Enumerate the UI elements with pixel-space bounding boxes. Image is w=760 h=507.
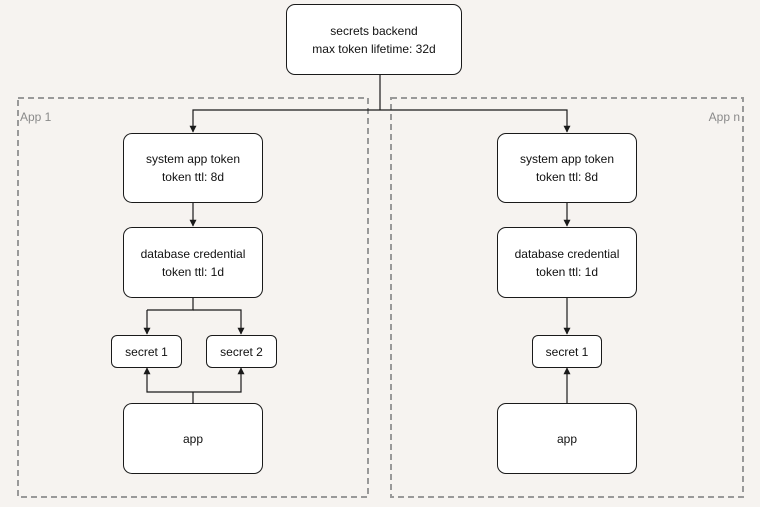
appn-app-node[interactable]: app: [497, 403, 637, 474]
appn-system-token-ttl: token ttl: 8d: [535, 170, 599, 184]
group-app-n-container: [390, 97, 744, 498]
app1-db-credential-ttl: token ttl: 1d: [161, 264, 225, 279]
secrets-backend-lifetime: max token lifetime: 32d: [312, 41, 436, 56]
app1-secret-1-label: secret 1: [125, 344, 168, 359]
app1-secret-2-label: secret 2: [220, 344, 263, 359]
appn-system-token-node[interactable]: system app token token ttl: 8d: [497, 133, 637, 203]
secrets-backend-node[interactable]: secrets backend max token lifetime: 32d: [286, 4, 462, 75]
appn-app-label: app: [556, 431, 578, 446]
edge-app1-app-to-secret1: [143, 367, 193, 393]
app1-system-token-title: system app token: [145, 152, 241, 166]
appn-secret-1-node[interactable]: secret 1: [532, 335, 602, 368]
app1-db-credential-node[interactable]: database credential token ttl: 1d: [123, 227, 263, 298]
group-label-app-1: App 1: [20, 110, 52, 124]
app1-app-label: app: [182, 431, 204, 446]
secrets-backend-title: secrets backend: [330, 23, 418, 38]
appn-db-credential-node[interactable]: database credential token ttl: 1d: [497, 227, 637, 298]
app1-secret-1-node[interactable]: secret 1: [111, 335, 182, 368]
appn-db-credential-ttl: token ttl: 1d: [535, 264, 599, 279]
edge-app1-db-split: [147, 298, 194, 311]
group-app-1-container: [17, 97, 369, 498]
app1-app-node[interactable]: app: [123, 403, 263, 474]
group-label-app-n: App n: [708, 110, 740, 124]
edge-app1-app-to-secret2: [193, 367, 245, 393]
app1-system-token-ttl: token ttl: 8d: [161, 170, 225, 184]
app1-secret-2-node[interactable]: secret 2: [206, 335, 277, 368]
edge-backend-to-app1-token: [189, 109, 380, 133]
appn-secret-1-label: secret 1: [545, 344, 589, 359]
app1-system-token-node[interactable]: system app token token ttl: 8d: [123, 133, 263, 203]
app1-db-credential-title: database credential: [140, 246, 246, 261]
edge-backend-to-appn-token: [380, 109, 571, 133]
appn-system-token-title: system app token: [519, 152, 615, 166]
appn-db-credential-title: database credential: [514, 246, 620, 261]
edge-app1-db-to-secret2: [193, 309, 245, 335]
